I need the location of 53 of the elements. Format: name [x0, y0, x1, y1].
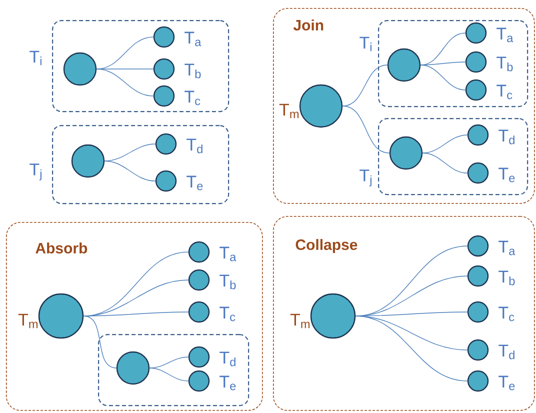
node-label: T$_{a}$	[184, 32, 202, 46]
node-label: T$_{c}$	[220, 306, 236, 322]
node-label: T$_{m}$	[279, 104, 299, 118]
connector	[342, 64, 388, 106]
circle	[63, 52, 97, 86]
connector	[422, 152, 468, 174]
connector	[83, 312, 189, 316]
connector	[104, 160, 156, 182]
group-label: T$_{i}$	[30, 50, 42, 66]
node-label: T$_{b}$	[496, 56, 513, 72]
node-label: T$_{a}$	[496, 28, 514, 42]
node-label: T$_{e}$	[220, 376, 236, 390]
connector	[355, 316, 468, 382]
node-label: T$_{d}$	[186, 138, 202, 154]
connector	[83, 316, 117, 368]
connector	[355, 312, 468, 316]
connector	[96, 68, 154, 70]
connector	[420, 62, 466, 66]
node-label: T$_{e}$	[498, 376, 515, 390]
panel-title: Join	[293, 20, 324, 30]
node-label: T$_{d}$	[220, 352, 236, 366]
circle	[387, 48, 421, 82]
panel-title: Collapse	[296, 239, 358, 253]
node-label: T$_{a}$	[220, 246, 236, 262]
node-label: T$_{b}$	[184, 64, 201, 78]
connector	[342, 106, 390, 154]
group-label: T$_{j}$	[30, 164, 42, 180]
dashed-box	[98, 334, 250, 406]
node-label: T$_{c}$	[496, 84, 512, 100]
connector	[96, 68, 154, 96]
node-label: T$_{d}$	[498, 344, 514, 360]
node-label: T$_{a}$	[498, 240, 516, 256]
node-label: T$_{c}$	[498, 306, 514, 322]
group-label: T$_{i}$	[360, 36, 372, 52]
connector	[149, 368, 189, 382]
node-label: T$_{m}$	[290, 314, 310, 328]
connector	[422, 134, 468, 154]
node-label: T$_{b}$	[498, 270, 515, 286]
circle	[389, 136, 423, 170]
node-label: T$_{b}$	[220, 274, 236, 290]
circle	[71, 144, 105, 178]
panel-title: Absorb	[36, 242, 88, 254]
node-label: T$_{c}$	[184, 90, 200, 106]
connector	[420, 64, 466, 90]
node-label: T$_{m}$	[18, 314, 38, 328]
connector	[149, 356, 189, 368]
node-label: T$_{e}$	[186, 176, 203, 190]
connector	[104, 144, 156, 162]
group-label: T$_{j}$	[360, 170, 372, 186]
node-label: T$_{e}$	[498, 168, 515, 182]
circle	[116, 351, 150, 385]
connector	[355, 316, 468, 350]
node-label: T$_{d}$	[498, 130, 514, 144]
